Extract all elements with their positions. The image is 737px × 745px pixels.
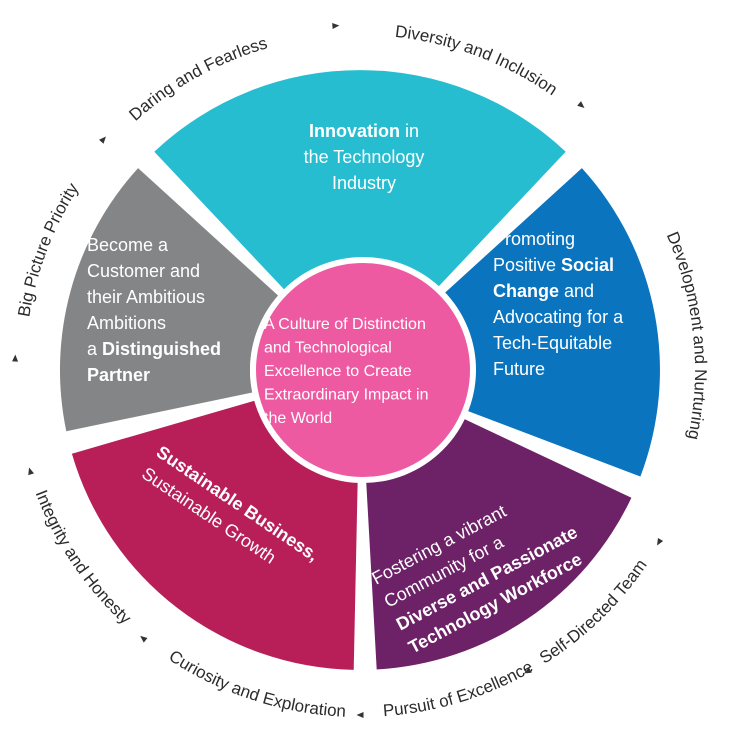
ring-arrow-icon <box>12 354 19 362</box>
center-circle <box>250 257 476 483</box>
segments <box>59 70 660 670</box>
ring-arrows <box>12 23 664 718</box>
ring-label-pursuit-of-excellence: Pursuit of Excellence <box>382 657 536 720</box>
ring-arrow-icon <box>657 537 664 546</box>
ring-label-development-and-nurturing: Development and Nurturing <box>663 229 710 441</box>
ring-arrow-icon <box>28 467 34 476</box>
segment-innovation <box>154 70 566 290</box>
ring-arrow-icon <box>524 667 532 674</box>
ring-arrow-icon <box>99 136 106 144</box>
ring-arrow-icon <box>140 635 148 643</box>
ring-arrow-icon <box>577 101 585 108</box>
segment-diverse-workforce <box>366 416 632 670</box>
ring-arrow-icon <box>332 23 340 30</box>
segment-distinguished-partner <box>59 168 279 432</box>
ring-arrow-icon <box>356 712 364 718</box>
segment-social-change <box>441 168 660 477</box>
segment-sustainable-business <box>71 400 358 670</box>
